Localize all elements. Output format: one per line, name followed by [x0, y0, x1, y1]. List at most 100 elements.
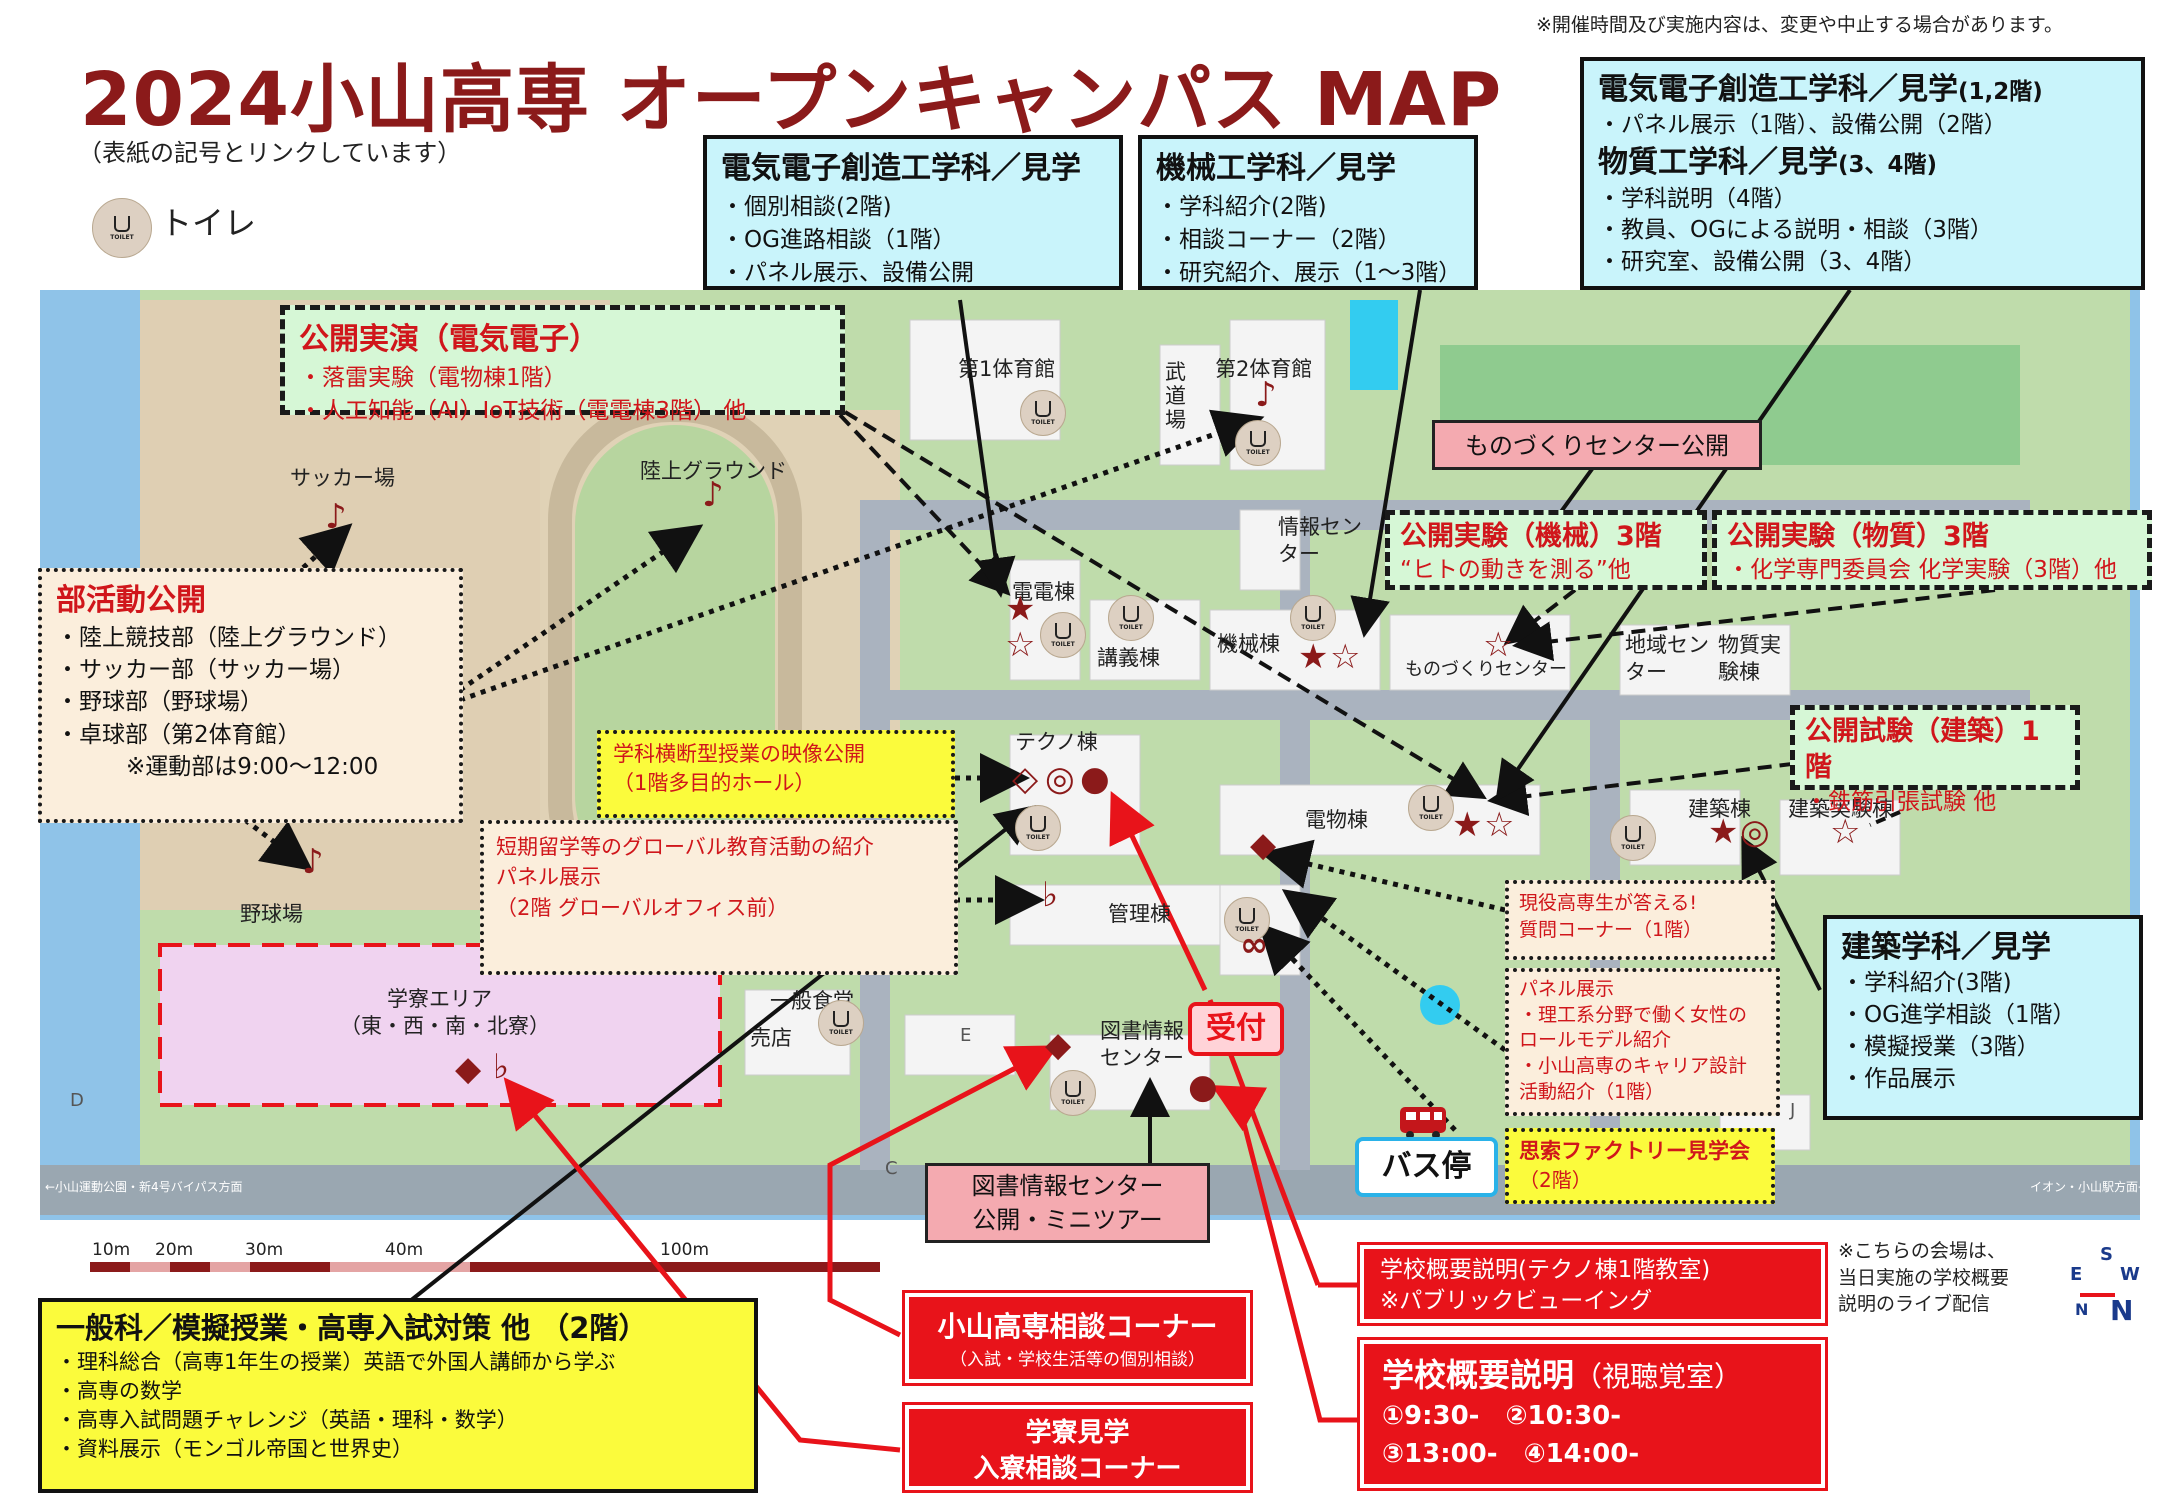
- box-shiken-kenchiku: 公開試験（建築）1階 ・鉄筋引張試験 他: [1790, 705, 2080, 815]
- toilet-icon: TOILET: [1015, 805, 1061, 851]
- building-e: [904, 1014, 1016, 1076]
- infinity-icon: ∞: [1240, 925, 1269, 965]
- box-gaiyo-main: 学校概要説明（視聴覚室） ①9:30- ②10:30- ③13:00- ④14:…: [1357, 1337, 1828, 1491]
- double-circle-icon: ◎: [1045, 759, 1075, 799]
- label-kanri: 管理棟: [1108, 902, 1171, 926]
- pool: [1350, 300, 1398, 390]
- double-circle-icon: ◎: [1740, 812, 1770, 852]
- toilet-icon: TOILET: [92, 198, 152, 258]
- svg-text:N: N: [2110, 1294, 2133, 1327]
- toilet-icon: TOILET: [1020, 390, 1066, 436]
- box-library: 図書情報センター 公開・ミニツアー: [925, 1163, 1210, 1243]
- label-kenchiku-jikken: 建築実験棟: [1788, 797, 1893, 821]
- svg-text:E: E: [2070, 1264, 2082, 1285]
- kanri-building: [1009, 884, 1261, 946]
- label-baseball: 野球場: [240, 902, 303, 926]
- label-track: 陸上グラウンド: [640, 459, 787, 483]
- label-gym2: 第2体育館: [1215, 357, 1313, 381]
- star-filled-icon: ★: [1708, 812, 1739, 852]
- page-title: 2024小山高専 オープンキャンパス MAP: [80, 57, 1503, 143]
- diamond-open-icon: ◇: [1012, 759, 1039, 799]
- box-kenchiku-kengaku: 建築学科／見学 ・学科紹介(3階) ・OG進学相談（1階） ・模擬授業（3階） …: [1823, 915, 2143, 1120]
- diamond-filled-icon: ◆: [455, 1049, 482, 1089]
- box-densi-kengaku: 電気電子創造工学科／見学 ・個別相談(2階) ・OG進路相談（1階） ・パネル展…: [703, 135, 1123, 290]
- label-soccer: サッカー場: [290, 466, 395, 490]
- road-left-label: ←小山運動公園・新4号バイパス方面: [45, 1180, 243, 1194]
- music-note-icon: ♪: [325, 497, 347, 537]
- label-densen: 電電棟: [1012, 580, 1075, 604]
- chiiki-building: [1619, 624, 1791, 696]
- label-kogi: 講義棟: [1097, 646, 1160, 670]
- road-right-label: イオン・小山駅方面→: [2030, 1180, 2149, 1194]
- star-open-icon: ☆: [1005, 625, 1036, 665]
- label-budo: 武道場: [1165, 360, 1186, 433]
- star-filled-icon: ★: [1452, 805, 1483, 845]
- box-koukai-jitsuen: 公開実演（電気電子） ・落雷実験（電物棟1階） ・人工知能（AI）IoT技術（電…: [280, 305, 845, 424]
- scale-100m: 100m: [660, 1240, 710, 1260]
- label-busshitsu: 物質実験棟: [1718, 633, 1781, 685]
- page-subtitle: （表紙の記号とリンクしています）: [78, 139, 462, 167]
- live-note: ※こちらの会場は、 当日実施の学校概要 説明のライブ配信: [1838, 1240, 2010, 1316]
- star-filled-icon: ★: [1005, 589, 1036, 629]
- svg-text:N: N: [2075, 1300, 2088, 1319]
- scale-20m: 20m: [155, 1240, 194, 1260]
- compass-icon: S W N E N: [2070, 1244, 2140, 1327]
- box-jikken-kikai: 公開実験（機械）3階 “ヒトの動きを測る”他: [1385, 510, 1707, 590]
- toilet-icon: TOILET: [1290, 595, 1336, 641]
- star-open-icon: ☆: [1330, 637, 1361, 677]
- diamond-filled-icon: ◆: [1250, 825, 1277, 865]
- music-note-icon: ♪: [302, 842, 324, 882]
- label-dorm-sub: （東・西・南・北寮）: [340, 1014, 550, 1038]
- scale-10m: 10m: [92, 1240, 131, 1260]
- label-techno: テクノ棟: [1015, 730, 1098, 754]
- box-monozukuri-koukai: ものづくりセンター公開: [1432, 420, 1762, 470]
- label-dorm: 学寮エリア: [387, 987, 492, 1011]
- box-shisaku: 思索ファクトリー見学会 （2階）: [1505, 1128, 1775, 1204]
- svg-text:W: W: [2120, 1264, 2140, 1285]
- diamond-filled-icon: ◆: [1045, 1025, 1072, 1065]
- toilet-icon: TOILET: [1050, 1070, 1096, 1116]
- box-panel: パネル展示 ・理工系分野で働く女性の ロールモデル紹介 ・小山高専のキャリア設計…: [1505, 968, 1780, 1116]
- label-gym1: 第1体育館: [958, 357, 1056, 381]
- box-gaiyo-pv: 学校概要説明(テクノ棟1階教室) ※パブリックビューイング: [1357, 1242, 1828, 1326]
- dorm-area-outline: [158, 943, 722, 1107]
- label-monozukuri: ものづくりセンター: [1405, 659, 1567, 680]
- label-library: 図書情報センター: [1100, 1019, 1184, 1071]
- music-note-icon: ♪: [1255, 375, 1277, 415]
- label-kenchiku: 建築棟: [1688, 797, 1751, 821]
- label-chiiki: 地域センター: [1625, 633, 1709, 685]
- label-joho: 情報センター: [1278, 515, 1362, 567]
- star-open-icon: ☆: [1830, 812, 1861, 852]
- box-ryo: 学寮見学 入寮相談コーナー: [902, 1402, 1253, 1493]
- star-filled-icon: ★: [1298, 637, 1329, 677]
- label-kikai: 機械棟: [1217, 632, 1280, 656]
- box-denbutsu-kengaku: 電気電子創造工学科／見学(1,2階) ・パネル展示（1階）、設備公開（2階） 物…: [1580, 57, 2145, 290]
- box-kikai-kengaku: 機械工学科／見学 ・学科紹介(2階) ・相談コーナー（2階） ・研究紹介、展示（…: [1138, 135, 1478, 290]
- toilet-icon: TOILET: [818, 1000, 864, 1046]
- music-note-icon: ♪: [702, 475, 724, 515]
- toilet-icon: TOILET: [1040, 612, 1086, 658]
- reception-badge: 受付: [1188, 1002, 1284, 1056]
- label-c: C: [885, 1158, 898, 1179]
- box-ippan: 一般科／模擬授業・高専入試対策 他 （2階） ・理科総合（高専1年生の授業）英語…: [38, 1298, 758, 1493]
- bus-stop-badge: バス停: [1355, 1137, 1498, 1197]
- label-denbutsu: 電物棟: [1305, 808, 1368, 832]
- box-jikken-busshitsu: 公開実験（物質）3階 ・化学専門委員会 化学実験（3階）他: [1712, 510, 2152, 590]
- toilet-icon: TOILET: [1108, 595, 1154, 641]
- joho-building: [1239, 509, 1301, 591]
- flat-icon: ♭: [493, 1047, 510, 1087]
- box-bukatsu: 部活動公開 ・陸上競技部（陸上グラウンド） ・サッカー部（サッカー場） ・野球部…: [38, 568, 463, 823]
- box-soudan: 小山高専相談コーナー （入試・学校生活等の個別相談）: [902, 1290, 1253, 1386]
- toilet-icon: TOILET: [1235, 420, 1281, 466]
- box-eizo: 学科横断型授業の映像公開 （1階多目的ホール）: [597, 730, 955, 818]
- change-notice: ※開催時間及び実施内容は、変更や中止する場合があります。: [1536, 14, 2064, 36]
- star-open-icon: ☆: [1484, 805, 1515, 845]
- label-j: J: [1790, 1100, 1796, 1121]
- label-e: E: [960, 1025, 972, 1046]
- toilet-icon: TOILET: [1224, 897, 1270, 943]
- circle-icon: ●: [1188, 1067, 1218, 1107]
- toilet-legend-label: トイレ: [160, 204, 257, 242]
- star-open-icon: ☆: [1483, 625, 1514, 665]
- svg-text:S: S: [2100, 1244, 2113, 1265]
- scale-40m: 40m: [385, 1240, 424, 1260]
